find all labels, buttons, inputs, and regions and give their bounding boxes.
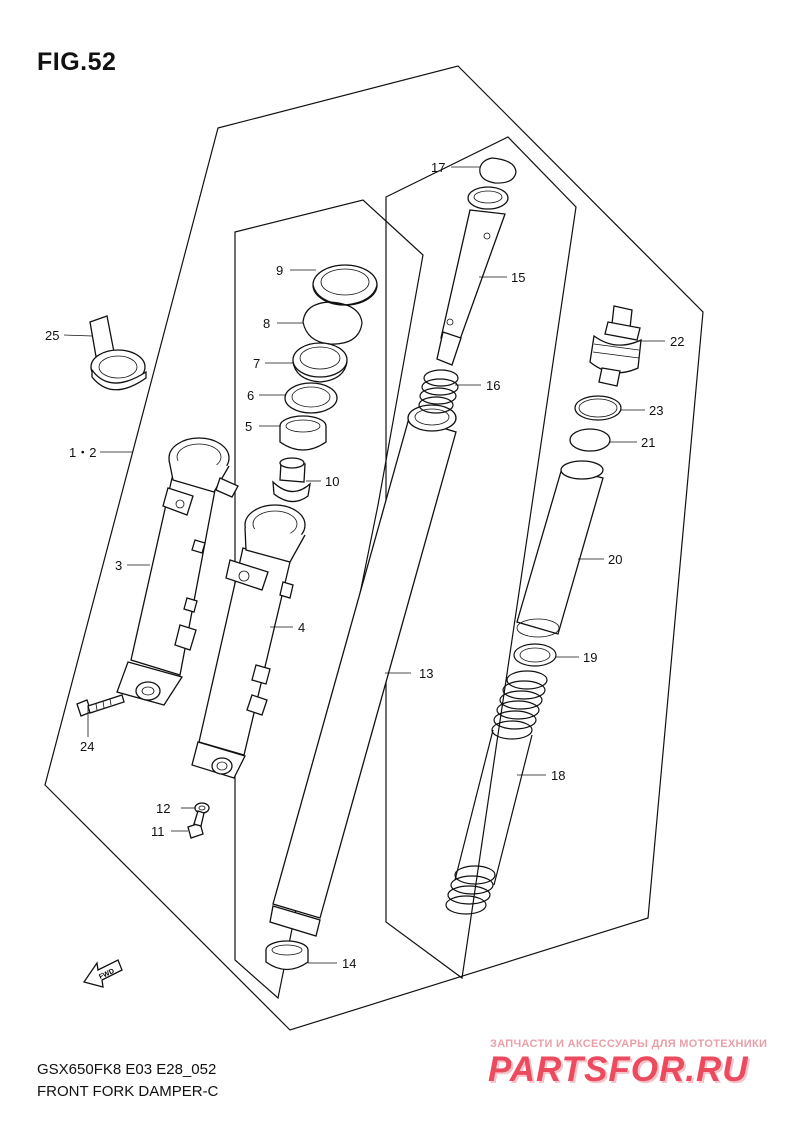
callout-23: 23 — [649, 403, 663, 418]
leader-lines — [63, 166, 665, 964]
part-18-fork-spring[interactable] — [445, 670, 548, 915]
part-13-inner-tube[interactable] — [269, 404, 457, 937]
callout-19: 19 — [583, 650, 597, 665]
callout-8: 8 — [263, 316, 270, 331]
part-15-damper-rod[interactable] — [436, 186, 509, 366]
diagram-name: FRONT FORK DAMPER-C — [37, 1083, 219, 1100]
callout-3: 3 — [115, 558, 122, 573]
part-5-guide-bushing[interactable] — [279, 415, 327, 451]
part-14-bushing[interactable] — [265, 940, 309, 971]
part-10-slide-bushing[interactable] — [272, 457, 311, 503]
callout-11: 11 — [151, 824, 165, 839]
callout-15: 15 — [511, 270, 525, 285]
figure-title: FIG.52 — [37, 48, 117, 76]
callout-24: 24 — [80, 739, 94, 754]
callout-10: 10 — [325, 474, 339, 489]
model-code: GSX650FK8 E03 E28_052 — [37, 1061, 217, 1078]
part-19-washer[interactable] — [513, 643, 557, 667]
watermark-brand: PARTSFOR.RU — [488, 1050, 749, 1089]
watermark-tagline: ЗАПЧАСТИ И АКСЕССУАРЫ ДЛЯ МОТОТЕХНИКИ — [490, 1038, 768, 1050]
part-24-bolt[interactable] — [76, 694, 125, 717]
callout-25: 25 — [45, 328, 59, 343]
part-11-drain-bolt[interactable] — [187, 810, 205, 839]
part-8-stopper-ring[interactable] — [302, 301, 363, 345]
part-3-outer-tube[interactable] — [116, 437, 239, 706]
callout-16: 16 — [486, 378, 500, 393]
callout-4: 4 — [298, 620, 305, 635]
callout-14: 14 — [342, 956, 356, 971]
part-21-washer[interactable] — [569, 428, 611, 452]
fwd-arrow-icon: FWD — [82, 959, 123, 988]
part-16-spring[interactable] — [418, 369, 459, 414]
part-6-washer[interactable] — [284, 382, 338, 414]
callout-13: 13 — [419, 666, 433, 681]
part-7-oil-seal[interactable] — [292, 342, 348, 383]
callout-9: 9 — [276, 263, 283, 278]
callout-21: 21 — [641, 435, 655, 450]
callout-18: 18 — [551, 768, 565, 783]
part-17-circlip[interactable] — [479, 157, 517, 184]
callout-7: 7 — [253, 356, 260, 371]
callout-22: 22 — [670, 334, 684, 349]
callout-labels: 25 1・2 3 24 9 8 7 6 5 10 4 12 11 13 14 1… — [45, 160, 684, 971]
seal-group-outline — [234, 199, 424, 1000]
part-12-washer[interactable] — [194, 802, 210, 814]
callout-17: 17 — [431, 160, 445, 175]
callout-12: 12 — [156, 801, 170, 816]
part-23-o-ring[interactable] — [574, 395, 622, 421]
callout-6: 6 — [247, 388, 254, 403]
part-20-spacer[interactable] — [516, 460, 604, 638]
part-4-outer-tube[interactable] — [191, 504, 306, 779]
part-22-cap-bolt[interactable] — [589, 305, 642, 387]
part-9-dust-seal[interactable] — [312, 264, 378, 306]
callout-20: 20 — [608, 552, 622, 567]
callout-5: 5 — [245, 419, 252, 434]
part-25-dust-boot[interactable] — [89, 315, 147, 391]
damper-group-outline — [385, 136, 577, 980]
callout-1-2: 1・2 — [69, 445, 96, 460]
assembly-outline — [44, 65, 704, 1031]
